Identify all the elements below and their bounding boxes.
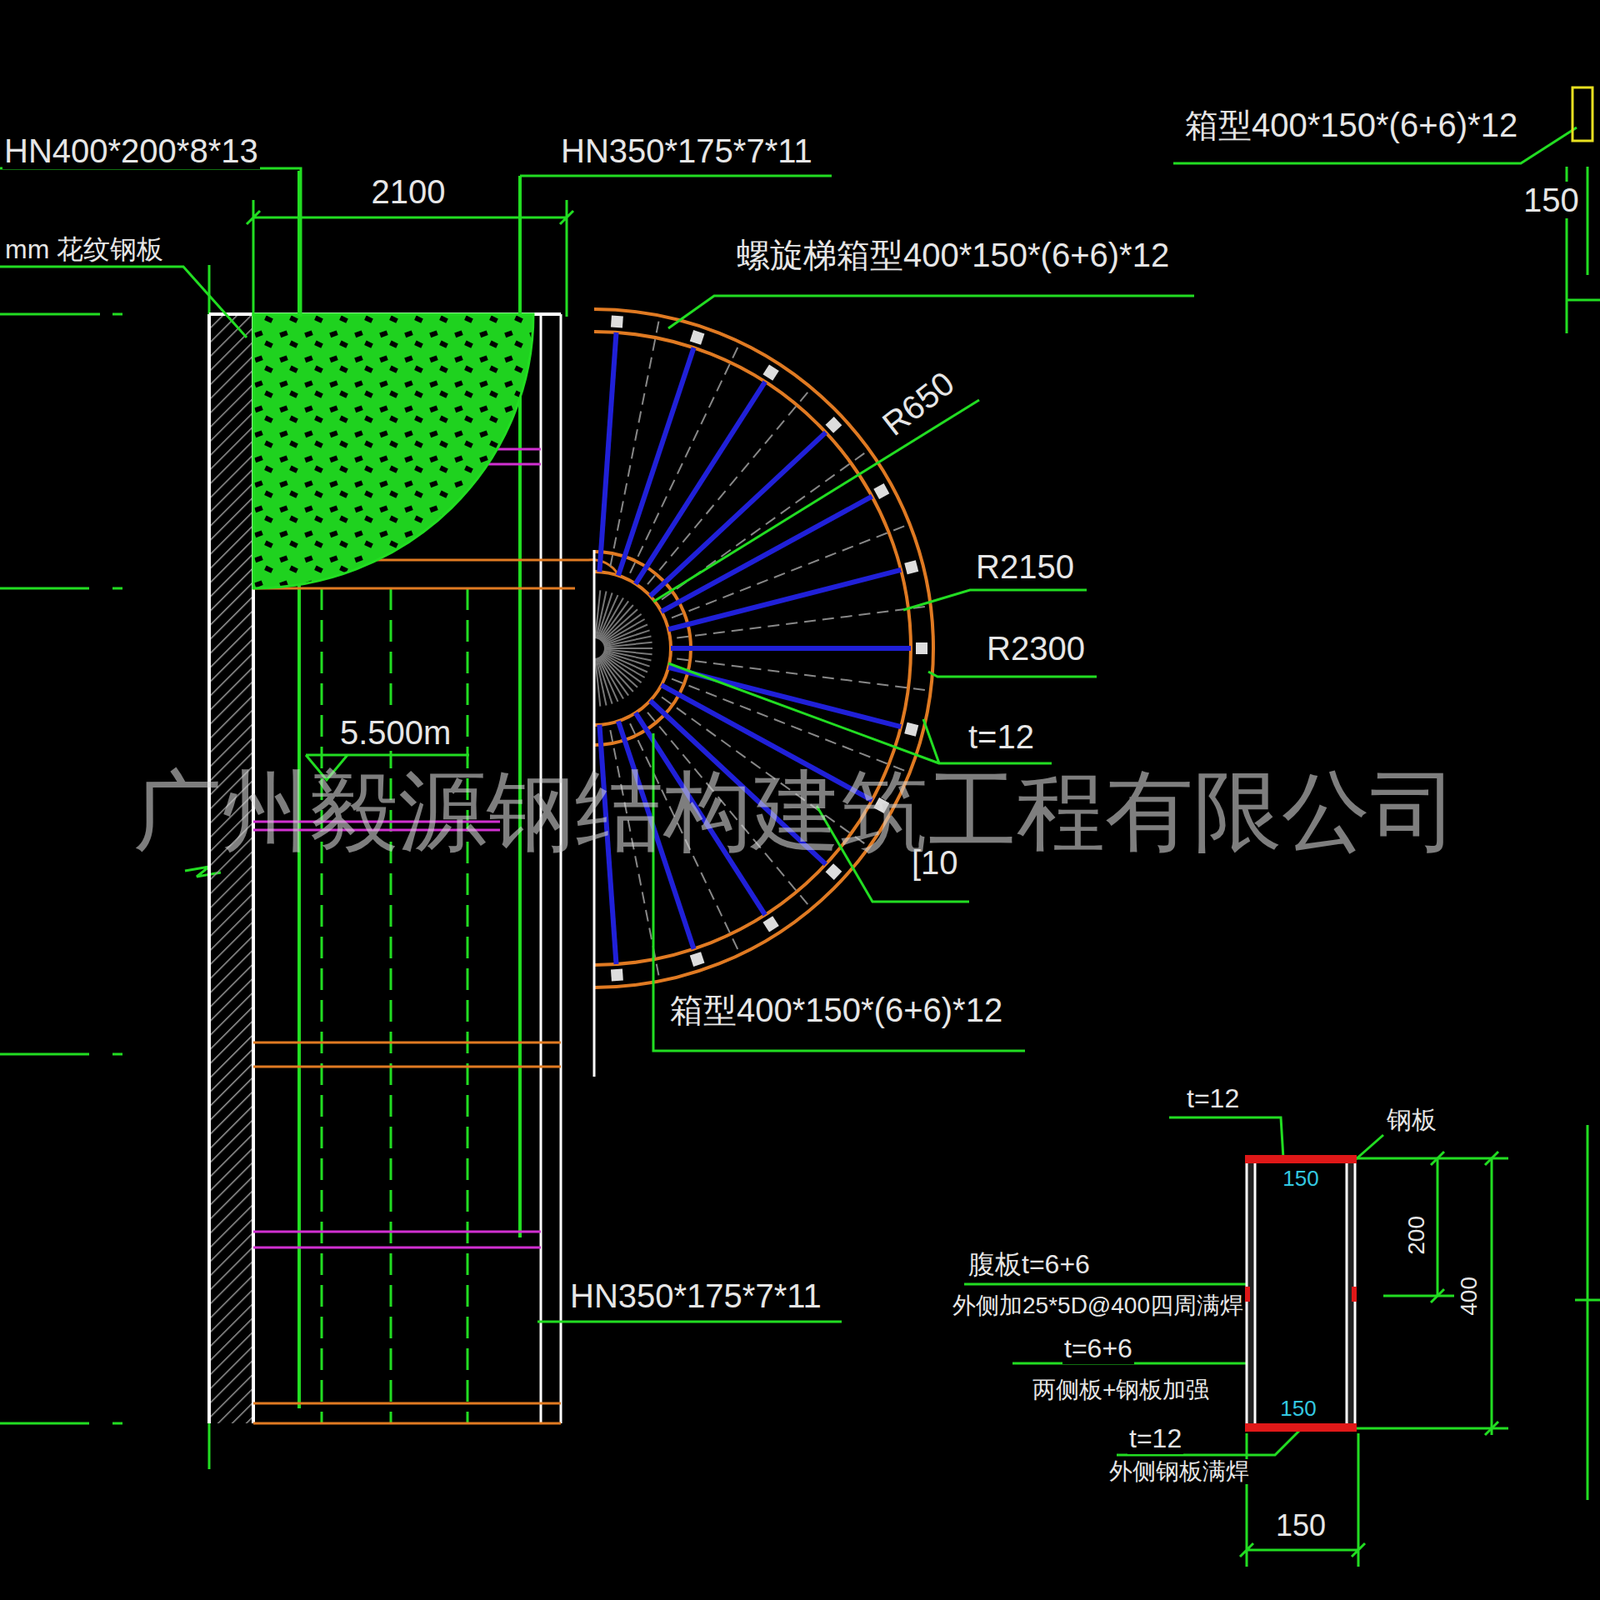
- radius-label: R2300: [985, 630, 1087, 667]
- tread-centerline: [630, 347, 738, 574]
- tread-end: [610, 969, 624, 982]
- hub-line: [604, 647, 653, 650]
- weld-note: 外侧钢板满焊: [1107, 1459, 1251, 1485]
- leader-lines: [0, 127, 1600, 1567]
- tread-end: [690, 330, 705, 345]
- member-size: HN350*175*7*11: [559, 132, 815, 170]
- tread-end: [690, 951, 705, 967]
- dimension: 150: [1280, 1166, 1320, 1191]
- checker-plate: [253, 314, 534, 589]
- dimension: 150: [1521, 181, 1581, 219]
- member-size: HN350*175*7*11: [568, 1277, 824, 1315]
- dimension: 200: [1404, 1214, 1430, 1257]
- dimension: 150: [1278, 1396, 1318, 1421]
- material-note: 两侧板+钢板加强: [1030, 1377, 1211, 1404]
- tread-end: [904, 722, 919, 737]
- stringer-arc: [594, 331, 911, 965]
- tread-end: [873, 483, 890, 500]
- member-size: 箱型400*150*(6+6)*12: [668, 991, 1005, 1029]
- tread-end: [762, 364, 779, 380]
- tread-end: [610, 315, 624, 328]
- dimension: 2100: [370, 173, 448, 210]
- elevation-label: 5.500m: [338, 714, 453, 751]
- hub-line: [602, 614, 642, 643]
- dimension: 400: [1456, 1275, 1483, 1318]
- member-size: 箱型400*150*(6+6)*12: [1183, 106, 1520, 144]
- thickness-label: t=12: [1185, 1084, 1241, 1114]
- tread-end: [762, 915, 779, 932]
- watermark: 广州毅源钢结构建筑工程有限公司: [131, 762, 1460, 860]
- material-note: 钢板: [1385, 1105, 1439, 1134]
- box-section: [1245, 1155, 1357, 1432]
- radius-label: R2150: [974, 548, 1076, 585]
- thickness-label: t=12: [1127, 1424, 1184, 1454]
- tread-centerline: [671, 525, 905, 618]
- dimension: 150: [1274, 1509, 1328, 1543]
- tread-end: [825, 863, 843, 880]
- tread-beam: [635, 381, 765, 584]
- tread-end: [825, 416, 843, 434]
- tread-beam: [668, 570, 901, 630]
- tread-beam: [599, 332, 616, 572]
- tread-end: [904, 560, 919, 575]
- wall-hatch: [209, 314, 254, 1424]
- hub-line: [595, 658, 600, 707]
- member-size: HN400*200*8*13: [2, 132, 260, 170]
- tread-beam: [661, 496, 873, 612]
- thickness-label: 腹板t=6+6: [966, 1250, 1092, 1280]
- tread-end: [915, 642, 928, 655]
- material-note: mm 花纹钢板: [3, 235, 165, 265]
- tread-beam: [670, 645, 911, 651]
- radius-label: R650: [874, 363, 963, 444]
- hub-arc: [594, 571, 671, 725]
- tread-centerline: [676, 606, 925, 638]
- member-size: 螺旋梯箱型400*150*(6+6)*12: [735, 236, 1171, 274]
- thickness-label: t=12: [966, 718, 1036, 755]
- hub-line: [604, 642, 653, 648]
- hub-line: [600, 656, 629, 696]
- section-marker: [1572, 87, 1593, 141]
- weld-note: 外侧加25*5D@400四周满焊: [950, 1293, 1245, 1320]
- left-ticks: [0, 265, 221, 1470]
- thickness-label: t=6+6: [1062, 1334, 1135, 1364]
- tread-centerline: [676, 658, 925, 690]
